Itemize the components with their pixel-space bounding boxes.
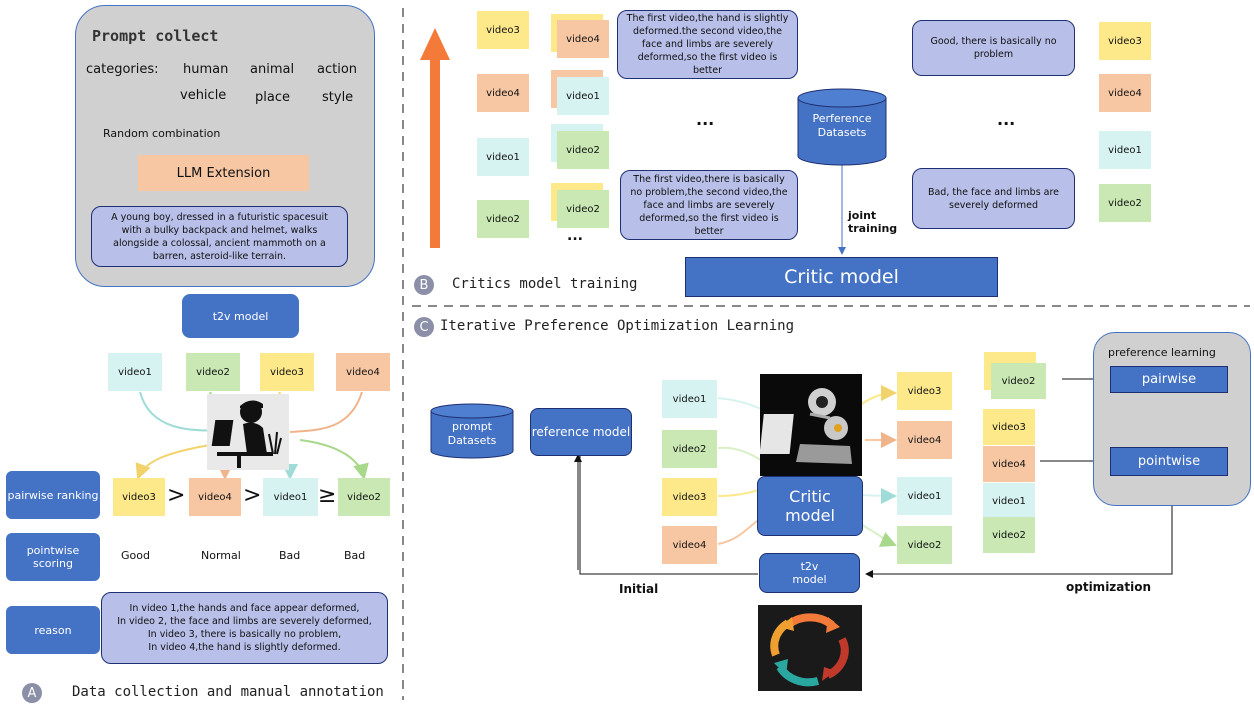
b-pair1-video4: video4: [557, 20, 609, 58]
b-single-video2: video2: [1099, 184, 1151, 222]
preference-datasets-cylinder: Perference Datasets: [797, 88, 887, 166]
rank-op-3: ≥: [318, 483, 337, 508]
reason-line-1: In video 1,the hands and face appear def…: [129, 603, 360, 614]
c-left-video1: video1: [662, 380, 717, 418]
section-b-caption: Critics model training: [452, 276, 638, 292]
c-left-video4: video4: [662, 526, 717, 564]
prompt-example-box: A young boy, dressed in a futuristic spa…: [91, 206, 348, 267]
c-left-video3: video3: [662, 478, 717, 516]
categories-label: categories:: [86, 62, 159, 77]
c-point-video4: video4: [983, 446, 1035, 482]
b-pair4-video2b: video2: [557, 190, 609, 228]
c-point-video3: video3: [983, 409, 1035, 445]
reference-model-box: reference model: [530, 408, 632, 456]
robot-icon: [759, 374, 862, 476]
reason-line-3: In video 3, there is basically no proble…: [147, 629, 342, 640]
section-a-caption: Data collection and manual annotation: [72, 684, 384, 700]
score-normal: Normal: [201, 549, 241, 562]
b-pair2-video1: video1: [557, 77, 609, 115]
cycle-icon: [758, 605, 862, 691]
preference-datasets-label: Perference Datasets: [812, 112, 872, 139]
b-single-video4: video4: [1099, 74, 1151, 112]
b-pair3-video1: video1: [477, 138, 529, 176]
prompt-datasets-label: prompt Datasets: [447, 420, 497, 447]
category-action: action: [317, 62, 358, 77]
section-c-badge: C: [414, 317, 434, 337]
preference-learning-panel: [1093, 332, 1251, 506]
b-ellipsis-middle: ...: [696, 110, 715, 129]
section-a-badge: A: [22, 683, 42, 703]
c-right-video1: video1: [897, 477, 952, 515]
score-bad-2: Bad: [344, 549, 366, 562]
c-right-video3: video3: [897, 372, 952, 410]
rank-video4: video4: [189, 478, 241, 516]
b-single-video1: video1: [1099, 131, 1151, 169]
c-left-video2: video2: [662, 430, 717, 468]
pairwise-box: pairwise: [1110, 366, 1228, 393]
reason-line-2: In video 2, the face and limbs are sever…: [117, 616, 372, 627]
t2v-model-box-c: t2v model: [759, 553, 860, 593]
rank-video3: video3: [113, 478, 165, 516]
reason-text-box: In video 1,the hands and face appear def…: [101, 592, 388, 664]
video1-top: video1: [108, 353, 162, 391]
section-c-caption: Iterative Preference Optimization Learni…: [440, 318, 795, 334]
joint-training-label: joint training: [848, 209, 898, 235]
category-place: place: [255, 90, 290, 105]
b-ellipsis-right: ...: [997, 110, 1016, 129]
b-pair4-video2: video2: [477, 200, 529, 238]
c-right-video2: video2: [897, 526, 952, 564]
b-single-video3: video3: [1099, 22, 1151, 60]
b-comment-2: The first video,there is basically no pr…: [620, 170, 798, 240]
category-animal: animal: [250, 62, 295, 77]
b-ellipsis-bottom: ...: [567, 228, 583, 244]
score-bad-1: Bad: [279, 549, 301, 562]
critic-model-box-c: Critic model: [757, 476, 863, 536]
prompt-datasets-cylinder: prompt Datasets: [430, 403, 514, 459]
rank-video2: video2: [338, 478, 390, 516]
pairwise-ranking-label: pairwise ranking: [6, 471, 100, 519]
b-pair2-video4: video4: [477, 74, 529, 112]
b-pair3-video2: video2: [557, 131, 609, 169]
category-style: style: [322, 90, 354, 105]
b-single-comment-1: Good, there is basically no problem: [912, 20, 1075, 76]
c-right-video4: video4: [897, 421, 952, 459]
b-single-comment-2: Bad, the face and limbs are severely def…: [912, 168, 1075, 229]
reason-label: reason: [6, 606, 100, 654]
category-vehicle: vehicle: [180, 88, 227, 103]
prompt-collect-title: Prompt collect: [92, 27, 219, 45]
critic-model-box-b: Critic model: [685, 257, 998, 297]
video2-top: video2: [186, 353, 240, 391]
section-b-badge: B: [414, 275, 434, 295]
random-combination-label: Random combination: [103, 127, 221, 140]
preference-learning-title: preference learning: [1108, 346, 1216, 359]
initial-label: Initial: [619, 582, 659, 596]
category-human: human: [183, 62, 229, 77]
rank-op-2: >: [243, 483, 262, 508]
video3-top: video3: [260, 353, 314, 391]
rank-video1: video1: [263, 478, 318, 516]
rank-op-1: >: [167, 483, 186, 508]
annotator-icon: [207, 394, 289, 470]
video4-top: video4: [336, 353, 390, 391]
t2v-model-box: t2v model: [182, 294, 299, 338]
b-comment-1: The first video,the hand is slightly def…: [617, 10, 798, 79]
c-point-video2: video2: [983, 517, 1035, 553]
pointwise-scoring-label: pointwise scoring: [6, 533, 100, 581]
optimization-label: optimization: [1066, 580, 1152, 594]
pointwise-box: pointwise: [1110, 447, 1228, 476]
c-point-video1: video1: [983, 483, 1035, 519]
c-pair-video2: video2: [991, 363, 1046, 399]
score-good: Good: [121, 549, 150, 562]
b-pair1-video3: video3: [477, 11, 529, 49]
reason-line-4: In video 4,the hand is slightly deformed…: [148, 642, 341, 653]
llm-extension-box: LLM Extension: [138, 155, 309, 191]
